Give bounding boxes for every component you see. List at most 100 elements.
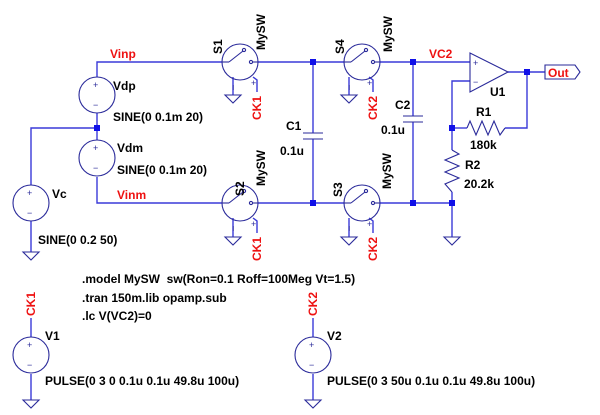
ground-icon xyxy=(339,94,359,104)
c1-value: 0.1u xyxy=(280,144,304,158)
ground-icon xyxy=(223,94,243,104)
capacitor-c2[interactable] xyxy=(403,115,423,123)
ground-icon xyxy=(21,251,41,261)
wire-s1-ctrl-plus[interactable] xyxy=(252,76,258,92)
vc-name: Vc xyxy=(52,187,67,201)
r1-name: R1 xyxy=(476,105,492,119)
c1-name: C1 xyxy=(286,119,302,133)
v2-value: PULSE(0 3 50u 0.1u 0.1u 49.8u 100u) xyxy=(327,374,535,388)
source-vdm[interactable]: + − xyxy=(78,139,116,177)
source-v1[interactable]: + − xyxy=(12,336,50,374)
v1-name: V1 xyxy=(45,329,60,343)
source-vdp[interactable]: + − xyxy=(78,76,116,114)
wire-r1-right[interactable] xyxy=(505,72,528,129)
directive-ic: .lc V(VC2)=0 xyxy=(82,309,152,323)
vc-value: SINE(0 0.2 50) xyxy=(38,233,117,247)
minus-mark: − xyxy=(93,163,98,173)
ctrl-minus-mark: ı xyxy=(348,82,351,92)
junction-dot xyxy=(524,69,530,75)
out-port-flag[interactable] xyxy=(544,64,581,80)
directive-tran: .tran 150m.lib opamp.sub xyxy=(82,291,227,305)
voltage-source-icon xyxy=(12,336,50,374)
ground-icon xyxy=(442,236,462,246)
vdp-name: Vdp xyxy=(113,79,136,93)
c2-value: 0.1u xyxy=(381,123,405,137)
junction-dot xyxy=(449,125,455,131)
junctions xyxy=(94,59,530,206)
net-label-vinm: Vinm xyxy=(117,188,146,202)
ctrl-minus-mark: ı xyxy=(232,223,235,233)
junction-dot xyxy=(310,200,316,206)
plus-mark: + xyxy=(27,340,32,350)
voltage-source-icon xyxy=(12,184,50,222)
net-label-ck1-s2: CK1 xyxy=(250,237,264,261)
source-vc[interactable]: + − xyxy=(12,184,50,222)
port-flag-icon xyxy=(544,64,581,80)
ctrl-minus-mark: ı xyxy=(232,82,235,92)
net-label-ck2-s3: CK2 xyxy=(366,237,380,261)
noninv-input-mark: + xyxy=(473,58,478,68)
s4-name: S4 xyxy=(333,39,347,54)
junction-dot xyxy=(94,125,100,131)
c2-name: C2 xyxy=(395,98,411,112)
r1-value: 180k xyxy=(470,138,497,152)
net-label-vc2: VC2 xyxy=(429,47,453,61)
wire-inv-input[interactable] xyxy=(451,80,470,150)
ctrl-plus-mark: + xyxy=(251,78,256,88)
net-label-ck1-s1: CK1 xyxy=(250,96,264,120)
ground-icon xyxy=(223,236,243,246)
minus-mark: − xyxy=(309,360,314,370)
net-label-vinp: Vinp xyxy=(110,47,136,61)
s1-name: S1 xyxy=(211,39,225,54)
resistor-r1[interactable] xyxy=(466,119,506,137)
resistor-icon xyxy=(443,149,461,193)
opamp-u1[interactable]: + − xyxy=(469,52,510,93)
minus-mark: − xyxy=(27,208,32,218)
net-label-out: Out xyxy=(548,66,569,80)
net-label-ck2-s4: CK2 xyxy=(366,96,380,120)
ctrl-plus-mark: + xyxy=(367,78,372,88)
voltage-source-icon xyxy=(78,76,116,114)
switch-s4[interactable]: ı + xyxy=(343,43,381,92)
inv-input-mark: − xyxy=(473,77,478,87)
capacitor-c1[interactable] xyxy=(303,132,323,140)
grounds xyxy=(21,94,462,409)
u1-name: U1 xyxy=(490,85,506,99)
switch-s3[interactable]: ı + xyxy=(343,184,381,233)
plus-mark: + xyxy=(93,80,98,90)
resistor-icon xyxy=(466,119,506,137)
wire-vc[interactable] xyxy=(30,127,97,185)
v1-value: PULSE(0 3 0 0.1u 0.1u 49.8u 100u) xyxy=(45,374,239,388)
resistor-r2[interactable] xyxy=(443,149,461,193)
s1-model: MySW xyxy=(254,13,268,50)
ctrl-plus-mark: + xyxy=(367,219,372,229)
wire-vinp[interactable] xyxy=(96,61,222,77)
wire-vinm[interactable] xyxy=(96,177,222,204)
ground-icon xyxy=(21,399,41,409)
switch-s1[interactable]: ı + xyxy=(221,43,259,92)
vdm-value: SINE(0 0.1m 20) xyxy=(117,163,207,177)
ground-icon xyxy=(303,399,323,409)
v2-name: V2 xyxy=(327,329,342,343)
ctrl-minus-mark: ı xyxy=(348,223,351,233)
r2-name: R2 xyxy=(465,158,481,172)
s2-model: MySW xyxy=(254,149,268,186)
r2-value: 20.2k xyxy=(464,177,494,191)
junction-dot xyxy=(449,200,455,206)
junction-dot xyxy=(310,59,316,65)
voltage-source-icon xyxy=(294,336,332,374)
switch-s2[interactable]: ı + xyxy=(221,184,259,233)
opamp-icon xyxy=(469,52,510,93)
ctrl-plus-mark: + xyxy=(251,219,256,229)
wires xyxy=(30,61,545,400)
plus-mark: + xyxy=(309,340,314,350)
plus-mark: + xyxy=(93,143,98,153)
plus-mark: + xyxy=(27,188,32,198)
wire-s2-ctrl-plus[interactable] xyxy=(252,217,258,233)
directive-model: .model MySW sw(Ron=0.1 Roff=100Meg Vt=1.… xyxy=(82,272,355,286)
s3-model: MySW xyxy=(380,152,394,189)
minus-mark: − xyxy=(93,100,98,110)
voltage-source-icon xyxy=(78,139,116,177)
source-v2[interactable]: + − xyxy=(294,336,332,374)
